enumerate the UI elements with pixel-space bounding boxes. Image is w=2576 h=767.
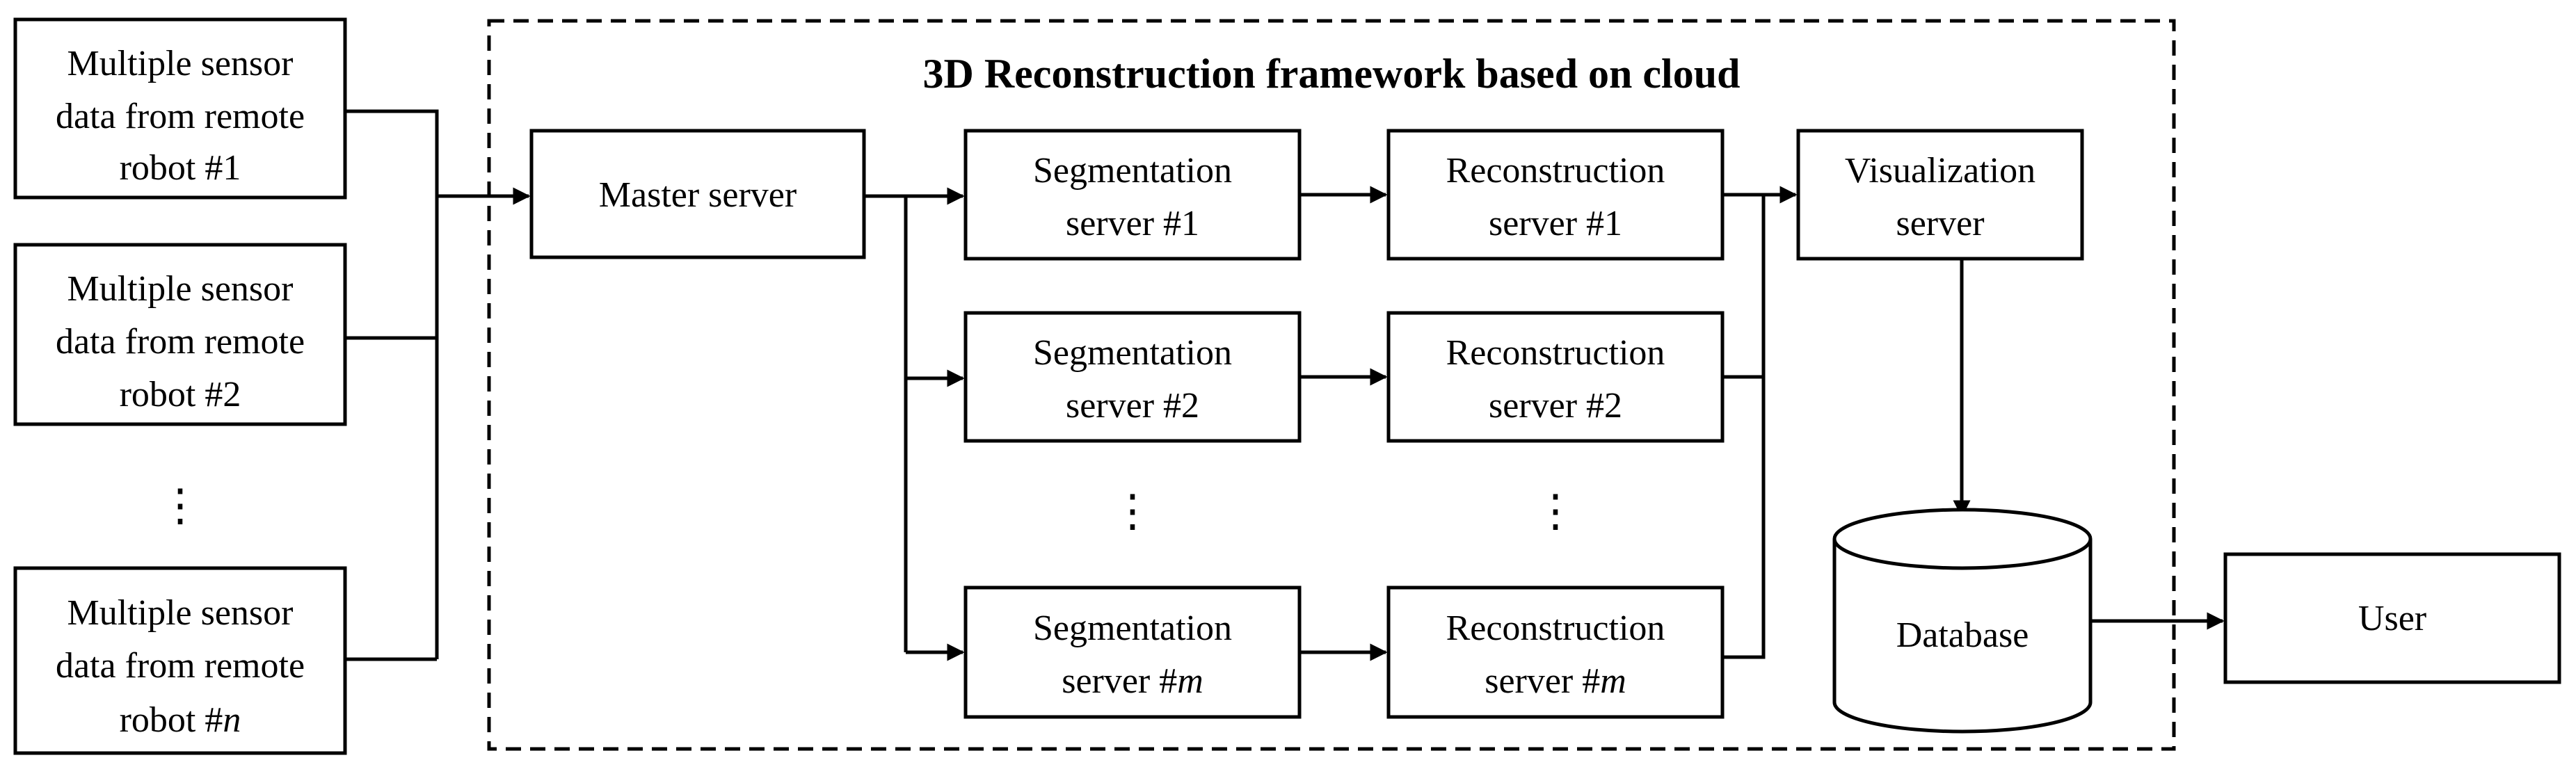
framework-title: 3D Reconstruction framework based on clo… <box>923 51 1741 97</box>
master-server-label: Master server <box>599 175 797 215</box>
robot-input-2-line1: Multiple sensor <box>67 269 294 309</box>
robot-1-connector <box>345 109 439 659</box>
robot-input-2-line3: robot #2 <box>120 375 241 414</box>
segmentation-server-m: Segmentation server #m <box>963 586 1302 719</box>
robot-input-1: Multiple sensor data from remote robot #… <box>13 17 347 200</box>
reconstruction-server-1: Reconstruction server #1 <box>1386 129 1725 261</box>
robot-input-n-line1: Multiple sensor <box>67 593 294 633</box>
cloud-framework-frame <box>487 19 2176 751</box>
robot-input-n-line3: robot #n <box>120 700 241 740</box>
segmentation-server-2-line2: server #2 <box>1066 386 1199 426</box>
reconstruction-server-1-line2: server #1 <box>1489 204 1622 243</box>
segmentation-server-1-line2: server #1 <box>1066 204 1199 243</box>
segmentation-server-m-line2: server #m <box>1062 661 1203 701</box>
segmentation-server-1: Segmentation server #1 <box>963 129 1302 261</box>
reconstruction-server-m: Reconstruction server #m <box>1386 586 1725 719</box>
reconstruction-server-m-line1: Reconstruction <box>1446 608 1665 648</box>
robot-input-1-line1: Multiple sensor <box>67 44 294 83</box>
reconstruction-server-1-line1: Reconstruction <box>1446 151 1665 191</box>
robot-input-n: Multiple sensor data from remote robot #… <box>13 566 347 755</box>
recon-m-connector <box>1722 195 1766 659</box>
user-label: User <box>2358 599 2426 638</box>
visualization-server-line1: Visualization <box>1845 151 2035 191</box>
reconstruction-server-2-line1: Reconstruction <box>1446 333 1665 373</box>
robot-inputs-ellipsis: ⋮ <box>158 481 202 530</box>
robot-input-2: Multiple sensor data from remote robot #… <box>13 243 347 426</box>
segmentation-server-2: Segmentation server #2 <box>963 311 1302 443</box>
segmentation-server-1-line1: Segmentation <box>1033 151 1232 191</box>
robot-input-2-line2: data from remote <box>56 322 305 362</box>
reconstruction-server-2-line2: server #2 <box>1489 386 1622 426</box>
visualization-server-line2: server <box>1896 204 1984 243</box>
segmentation-server-2-line1: Segmentation <box>1033 333 1232 373</box>
robot-input-n-line2: data from remote <box>56 646 305 686</box>
visualization-server: Visualization server <box>1796 129 2084 261</box>
reconstruction-server-2: Reconstruction server #2 <box>1386 311 1725 443</box>
user-box: User <box>2223 552 2561 684</box>
segmentation-server-m-line1: Segmentation <box>1033 608 1232 648</box>
database-cylinder-icon: Database <box>1832 508 2093 734</box>
master-server: Master server <box>529 129 866 259</box>
robot-input-1-line2: data from remote <box>56 97 305 136</box>
reconstruction-ellipsis: ⋮ <box>1533 486 1578 535</box>
robot-input-1-line3: robot #1 <box>120 148 241 188</box>
database-label: Database <box>1896 615 2029 655</box>
reconstruction-server-m-line2: server #m <box>1485 661 1626 701</box>
segmentation-ellipsis: ⋮ <box>1110 486 1155 535</box>
